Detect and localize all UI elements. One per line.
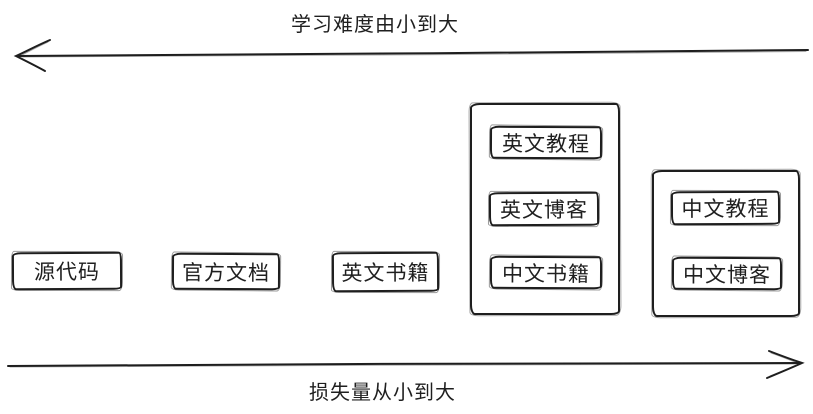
node-label: 中文教程 <box>681 197 770 222</box>
difficulty-arrow-left <box>13 39 809 72</box>
loss-arrow-line-sketch <box>9 363 797 368</box>
loss-arrow-head <box>766 350 805 379</box>
node-chinese-tutorials: 中文教程 <box>670 190 781 226</box>
node-label: 源代码 <box>33 260 101 285</box>
node-label: 官方文档 <box>181 261 271 285</box>
node-label: 英文教程 <box>501 132 591 156</box>
node-english-tutorials: 英文教程 <box>489 125 603 160</box>
loss-arrow-line <box>7 361 800 367</box>
node-label: 中文书籍 <box>501 262 591 286</box>
difficulty-arrow-line-sketch <box>21 51 807 58</box>
difficulty-arrow-head <box>13 39 51 72</box>
node-source-code: 源代码 <box>11 251 123 291</box>
group-medium-difficulty: 英文教程 英文博客 中文书籍 <box>470 103 620 315</box>
loss-arrow-head-sketch <box>769 352 802 377</box>
node-chinese-books: 中文书籍 <box>489 255 603 290</box>
difficulty-arrow-line <box>17 49 809 57</box>
group-low-difficulty: 中文教程 中文博客 <box>652 170 800 317</box>
node-chinese-blogs: 中文博客 <box>671 256 783 291</box>
loss-axis-label: 损失量从小到大 <box>309 382 456 404</box>
node-english-books: 英文书籍 <box>331 251 440 293</box>
node-official-docs: 官方文档 <box>171 252 281 291</box>
difficulty-arrow-head-sketch <box>16 41 49 71</box>
node-label: 英文书籍 <box>341 261 430 286</box>
node-label: 中文博客 <box>682 263 772 287</box>
difficulty-axis-label: 学习难度由小到大 <box>291 14 459 36</box>
node-english-blogs: 英文博客 <box>488 191 600 227</box>
node-label: 英文博客 <box>499 198 589 223</box>
loss-arrow-right <box>7 350 805 379</box>
